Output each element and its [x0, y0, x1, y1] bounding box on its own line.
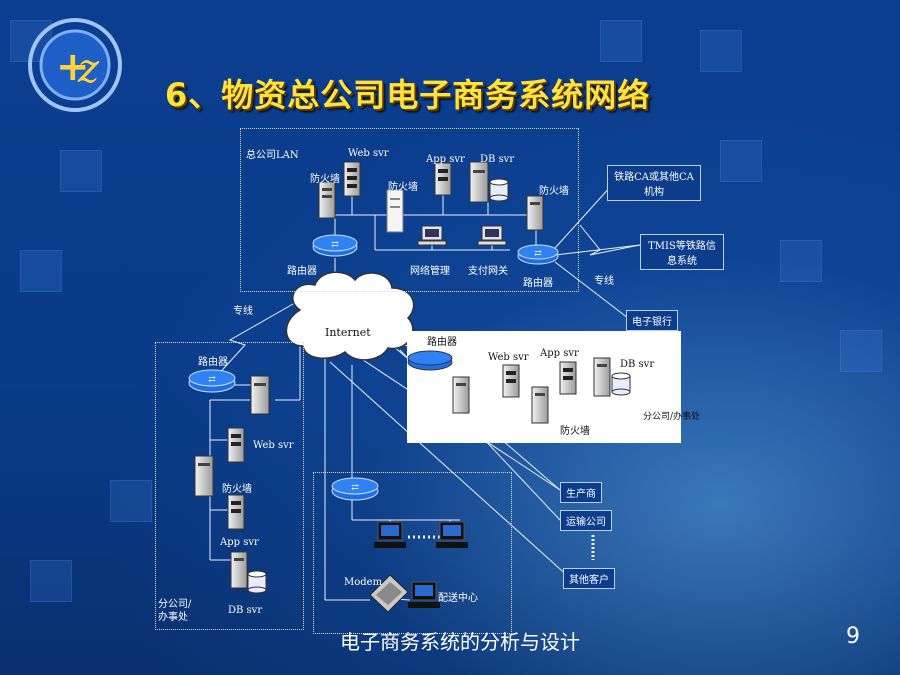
distribution-label: 配送中心 — [438, 593, 478, 604]
bg-tile — [20, 250, 62, 292]
firewall-icon — [386, 189, 404, 233]
lb-firewall-label: 防火墙 — [222, 484, 252, 495]
hq-firewall-left-label: 防火墙 — [310, 174, 340, 185]
rb-router-label: 路由器 — [427, 337, 457, 348]
router-icon: ⇄ — [312, 234, 358, 257]
server-icon — [434, 162, 452, 196]
computer-icon — [408, 581, 440, 608]
bg-tile — [600, 20, 642, 62]
computer-icon — [374, 521, 406, 548]
internet-label: Internet — [325, 326, 371, 339]
svg-text:⇄: ⇄ — [534, 249, 542, 259]
hq-lan-label: 总公司LAN — [246, 150, 299, 161]
bg-tile — [840, 330, 882, 372]
hq-router-left-label: 路由器 — [287, 266, 317, 277]
database-icon — [247, 570, 267, 594]
manufacturer-box: 生产商 — [560, 482, 602, 503]
page-title: 6、物资总公司电子商务系统网络 — [165, 76, 651, 114]
database-icon — [611, 372, 631, 396]
svg-text:⇄: ⇄ — [208, 375, 216, 385]
firewall-icon — [531, 386, 549, 424]
server-icon — [469, 161, 489, 203]
bg-tile — [110, 480, 152, 522]
rb-branch-label: 分公司/办事处 — [643, 412, 701, 422]
modem-icon — [369, 574, 409, 613]
rb-web-svr-label: Web svr — [488, 352, 529, 363]
server-icon — [502, 364, 520, 398]
lb-router-label: 路由器 — [198, 357, 228, 368]
svg-text:⇄: ⇄ — [351, 483, 359, 493]
lb-db-svr-label: DB svr — [228, 605, 263, 616]
hq-db-svr-label: DB svr — [480, 154, 515, 165]
server-icon — [318, 181, 336, 219]
distribution-region — [313, 472, 512, 634]
bg-tile — [780, 240, 822, 282]
footer-course-title: 电子商务系统的分析与设计 — [340, 630, 580, 654]
transport-box: 运输公司 — [560, 510, 612, 531]
server-icon — [227, 494, 245, 530]
bg-tile — [60, 150, 102, 192]
server-icon — [227, 427, 245, 463]
computer-icon — [436, 521, 468, 548]
railway-ca-box: 铁路CA或其他CA机构 — [607, 165, 701, 201]
left-branch-region — [155, 342, 304, 630]
hq-firewall-mid-label: 防火墙 — [388, 182, 418, 193]
rb-db-svr-label: DB svr — [620, 359, 655, 370]
lb-branch-label-1: 分公司/ — [158, 599, 192, 610]
workstation-icon — [417, 225, 447, 246]
hq-app-svr-label: App svr — [426, 154, 465, 165]
server-icon — [593, 357, 611, 397]
database-icon — [489, 178, 509, 202]
lb-app-svr-label: App svr — [220, 537, 259, 548]
logo-icon: + z — [28, 18, 122, 112]
hq-lan-region — [240, 128, 579, 292]
internet-cloud-icon — [285, 271, 415, 361]
firewall-icon — [194, 455, 214, 497]
router-icon — [407, 350, 453, 371]
server-icon — [526, 195, 544, 231]
router-icon: ⇄ — [331, 477, 379, 501]
server-icon — [343, 161, 361, 197]
hq-firewall-right-label: 防火墙 — [539, 186, 569, 197]
leased-line-left-label: 专线 — [233, 306, 253, 317]
hq-web-svr-label: Web svr — [348, 148, 389, 159]
router-icon: ⇄ — [517, 244, 559, 265]
tmis-box: TMIS等铁路信息系统 — [640, 234, 724, 270]
rb-firewall-label: 防火墙 — [560, 426, 590, 437]
server-icon — [250, 375, 270, 415]
rb-app-svr-label: App svr — [540, 348, 579, 359]
ebank-box: 电子银行 — [626, 310, 678, 331]
other-clients-box: 其他客户 — [563, 568, 615, 589]
bg-tile — [720, 140, 762, 182]
page-number: 9 — [846, 624, 860, 649]
workstation-icon — [477, 225, 507, 246]
lb-branch-label-2: 办事处 — [158, 612, 188, 623]
svg-text:z: z — [77, 46, 100, 92]
modem-label: Modem — [344, 577, 383, 588]
leased-line-right-label: 专线 — [594, 276, 614, 287]
router-icon: ⇄ — [188, 369, 236, 393]
server-icon — [559, 361, 577, 395]
server-icon — [230, 551, 248, 589]
svg-text:⇄: ⇄ — [331, 240, 339, 250]
svg-text:+: + — [56, 44, 90, 90]
payment-gateway-label: 支付网关 — [468, 266, 508, 277]
bg-tile — [30, 560, 72, 602]
server-icon — [452, 376, 470, 414]
bg-tile — [700, 30, 742, 72]
hq-router-right-label: 路由器 — [523, 278, 553, 289]
lb-web-svr-label: Web svr — [253, 440, 294, 451]
net-mgmt-label: 网络管理 — [410, 266, 450, 277]
link-dots — [408, 535, 595, 560]
